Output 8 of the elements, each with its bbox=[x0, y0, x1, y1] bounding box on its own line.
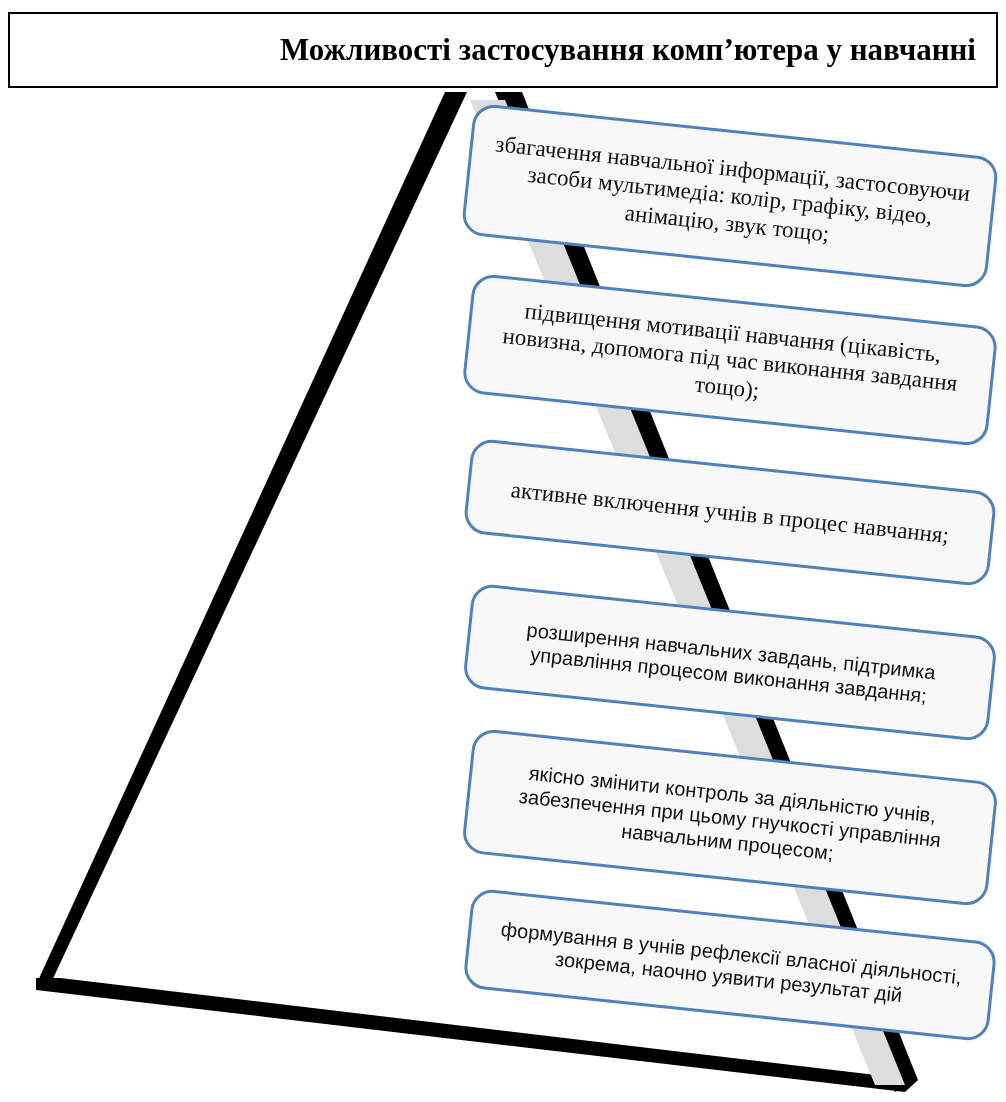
item-text: активне включення учнів в процес навчання; bbox=[509, 475, 951, 550]
item-text: розширення навчальних завдань, підтримка управління процесом виконання завдання; bbox=[524, 617, 938, 709]
title-text: Можливості застосування комп’ютера у навчанні bbox=[280, 32, 976, 68]
item-text: підвищення мотивації навчання (цікавість, новизна, допомога під час виконання завдання тощо); bbox=[500, 296, 960, 405]
item-text: формування в учнів рефлексії власної діяльності, зокрема, наочно уявити результат дій bbox=[498, 916, 964, 1009]
item-text: збагачення навчальної інформації, застосовуючи засоби мультимедіа: колір, графіку, відео, анімацію, звук тощо; bbox=[493, 129, 973, 249]
title-box bbox=[8, 12, 998, 88]
item-text: якісно змінити контроль за діяльністю учнів, забезпечення при цьому гнучкості управління навчальним процесом; bbox=[516, 760, 944, 866]
